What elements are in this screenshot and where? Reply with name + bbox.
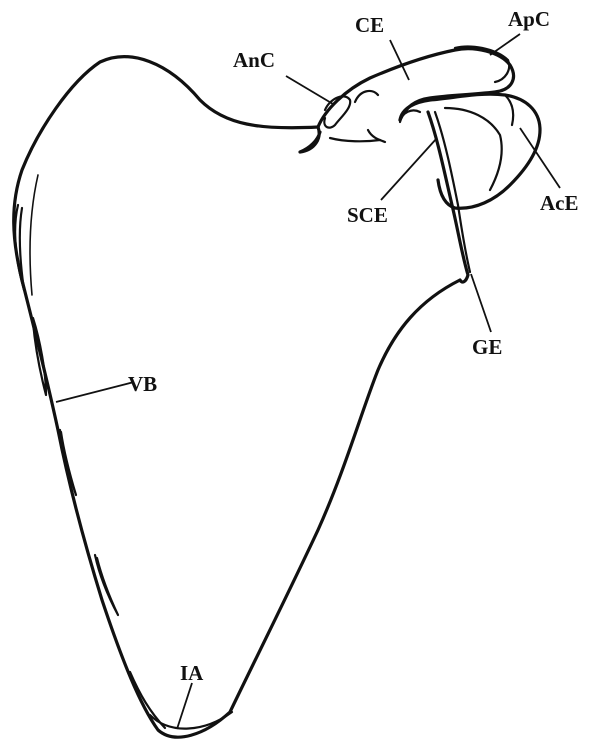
apc-label: ApC: [508, 7, 550, 31]
sce-leader: [381, 138, 437, 200]
ge-label: GE: [472, 335, 502, 359]
apc-leader: [490, 34, 520, 55]
glenoid-edge: [428, 112, 468, 282]
coracoid-process: [318, 49, 514, 127]
scapula-body-outline: [14, 57, 460, 737]
ce-label: CE: [355, 13, 384, 37]
vb-label: VB: [128, 372, 157, 396]
vertebral-border-inner-line: [30, 175, 38, 295]
acromion-notch: [505, 95, 513, 125]
ia-leader: [177, 683, 192, 729]
coracoid-lower-edge: [300, 127, 320, 152]
vb-detail-5: [130, 672, 165, 728]
vb-leader: [56, 382, 134, 402]
ge-leader: [471, 274, 491, 332]
coracoid-neck-line: [330, 138, 380, 141]
anc-leader: [286, 76, 333, 104]
apex-coracoid-tip: [455, 47, 509, 83]
coracoid-body-line: [355, 91, 385, 142]
sce-label: SCE: [347, 203, 388, 227]
ce-leader: [390, 40, 409, 80]
acromion-inner-line: [445, 108, 502, 190]
vb-detail-3: [60, 430, 76, 495]
ia-label: IA: [180, 661, 204, 685]
vb-detail-1: [15, 205, 24, 290]
anc-label: AnC: [233, 48, 275, 72]
ace-label: AcE: [540, 191, 579, 215]
